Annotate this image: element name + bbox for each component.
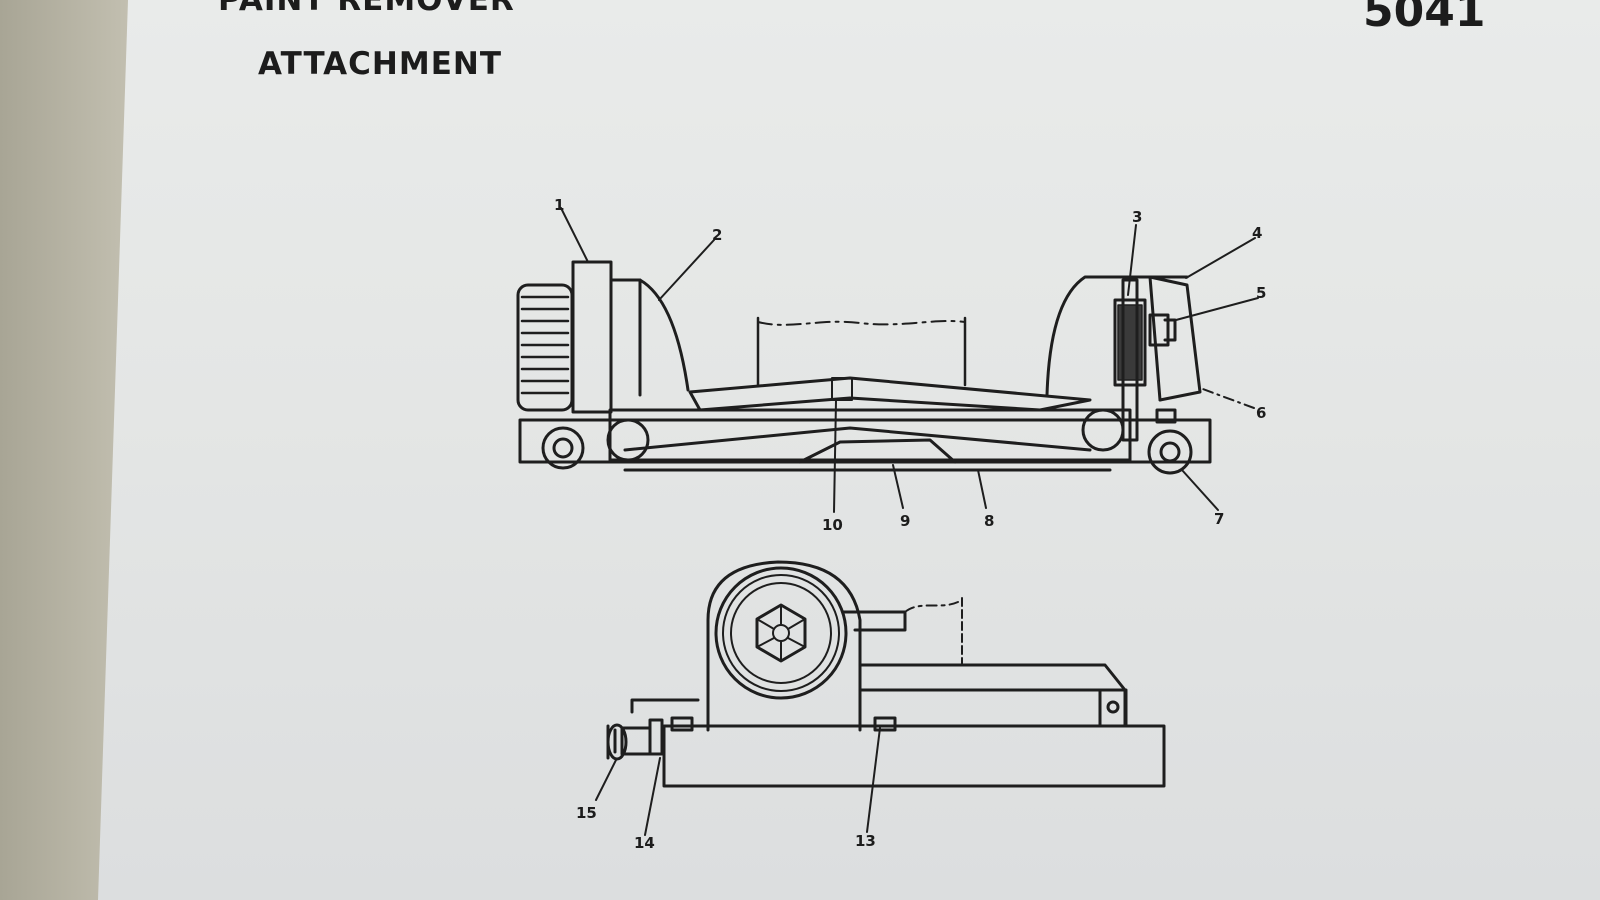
callout-10: 10	[822, 516, 843, 534]
title-line-2: ATTACHMENT	[258, 46, 502, 82]
callout-5: 5	[1256, 284, 1266, 302]
leader-lines-end	[595, 727, 881, 836]
page-number: 5041	[1363, 0, 1486, 37]
left-blower	[516, 260, 690, 414]
wheels	[541, 408, 1193, 475]
callout-3: 3	[1132, 208, 1142, 226]
leader-lines-side	[560, 207, 1259, 513]
callout-2: 2	[712, 226, 722, 244]
paper-sheet	[98, 0, 1600, 900]
callout-7: 7	[1214, 510, 1224, 528]
end-view: 15 14 13	[576, 560, 1166, 852]
callout-15: 15	[576, 804, 597, 822]
callout-1: 1	[554, 196, 564, 214]
side-view: 1 2 3 4 5 6 7 8 9 10	[516, 196, 1266, 534]
carriage-frame	[518, 376, 1212, 472]
workpiece-outline	[756, 316, 967, 401]
callout-13: 13	[855, 832, 876, 850]
callout-14: 14	[634, 834, 655, 852]
callout-6: 6	[1256, 404, 1266, 422]
title-line-1: PAINT REMOVER	[218, 0, 515, 18]
callout-4: 4	[1252, 224, 1262, 242]
right-housing	[1045, 275, 1202, 442]
callout-8: 8	[984, 512, 994, 530]
callout-9: 9	[900, 512, 910, 530]
